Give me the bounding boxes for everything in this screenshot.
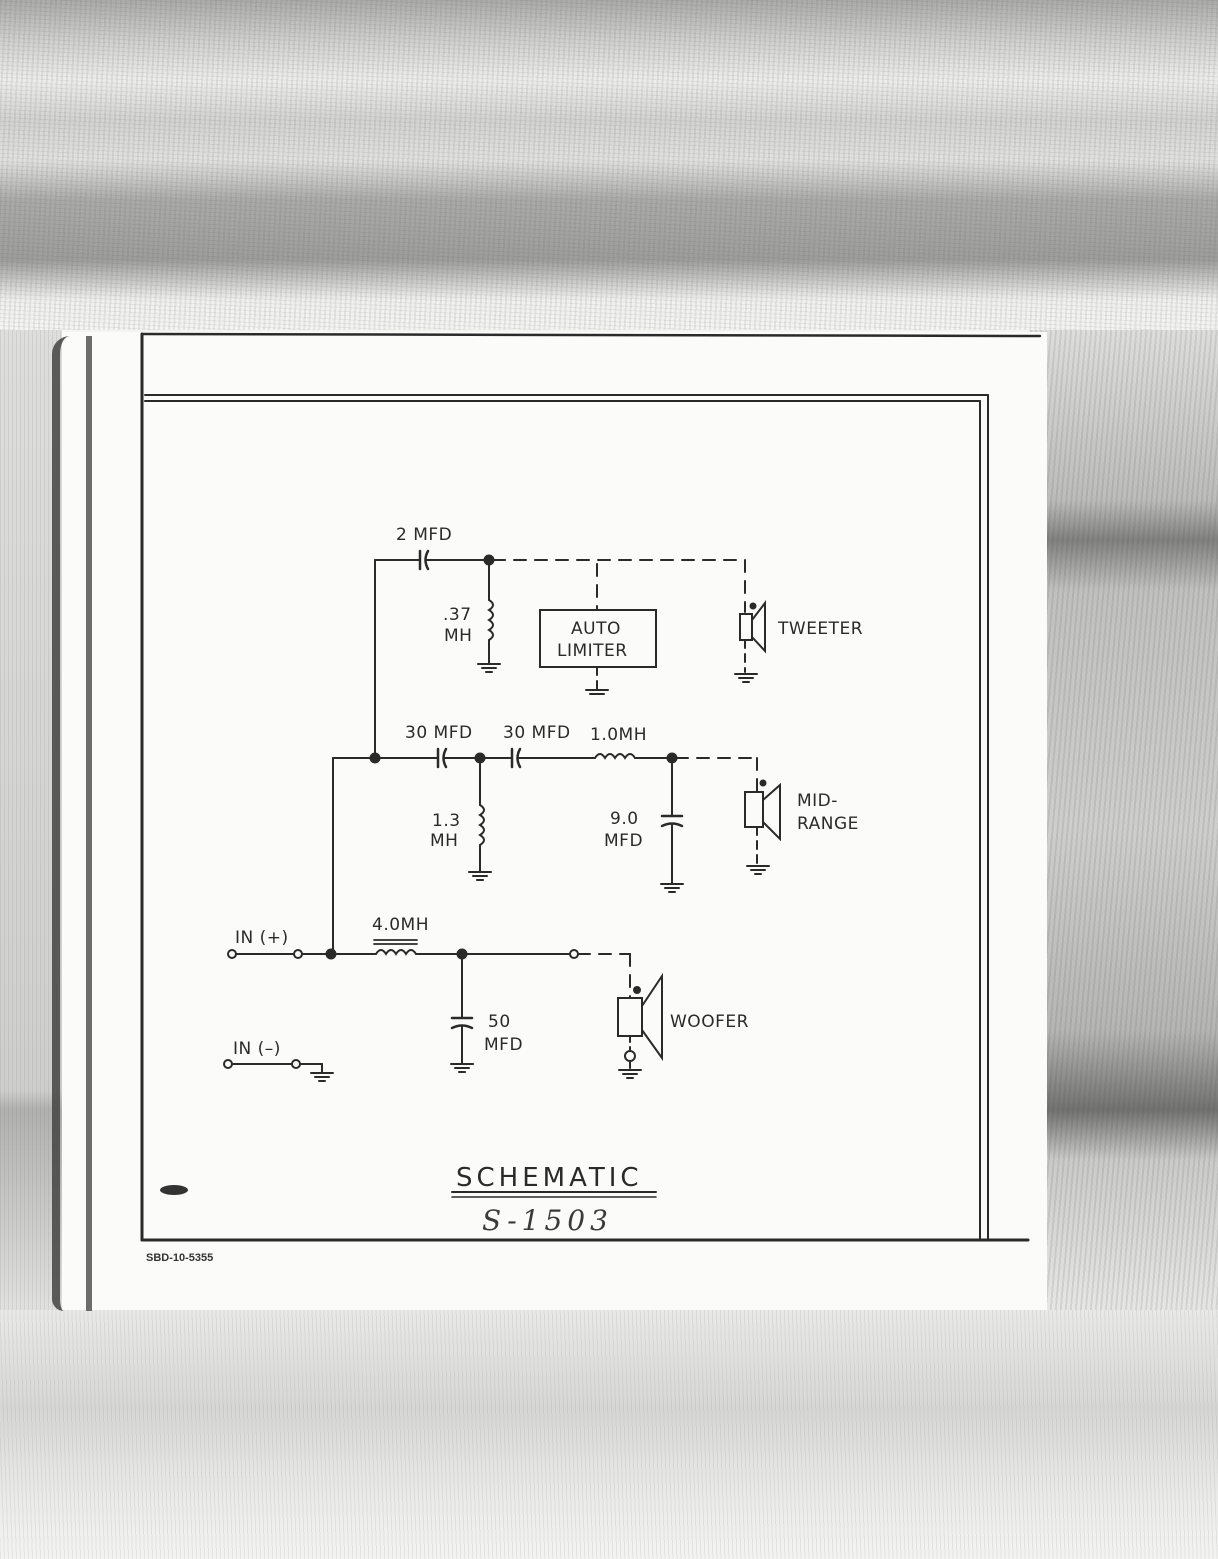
label-in-plus: IN (+) bbox=[235, 928, 289, 948]
schematic-title: SCHEMATIC bbox=[456, 1163, 643, 1193]
ground-icon bbox=[585, 689, 609, 695]
document-code: SBD-10-5355 bbox=[146, 1252, 213, 1264]
label-30mfd-1: 30 MFD bbox=[405, 723, 473, 743]
schematic-sheet bbox=[62, 332, 1047, 1310]
label-2mfd: 2 MFD bbox=[396, 525, 452, 545]
midrange-branch bbox=[332, 747, 781, 893]
input-negative bbox=[223, 1059, 334, 1082]
drawing-number: S-1503 bbox=[482, 1204, 613, 1237]
junction-node bbox=[325, 948, 337, 960]
ground-icon bbox=[310, 1072, 334, 1082]
label-30mfd-2: 30 MFD bbox=[503, 723, 571, 743]
ground-icon bbox=[477, 663, 501, 673]
ground-icon bbox=[660, 883, 684, 893]
woofer-speaker-icon bbox=[617, 972, 663, 1062]
label-in-minus: IN (–) bbox=[233, 1039, 281, 1059]
terminal-in-plus bbox=[227, 949, 237, 959]
midrange-speaker-icon bbox=[744, 779, 781, 842]
label-limiter: LIMITER bbox=[557, 641, 628, 661]
tweeter-branch bbox=[374, 549, 766, 759]
label-range: RANGE bbox=[797, 814, 859, 834]
sheet-edge-curl bbox=[52, 336, 92, 1311]
ground-icon bbox=[450, 1063, 474, 1073]
label-50: 50 bbox=[488, 1012, 511, 1032]
inductor-10mh-icon bbox=[594, 753, 636, 760]
label-90-mfd: MFD bbox=[604, 831, 643, 851]
label-037: .37 bbox=[443, 605, 472, 625]
label-auto: AUTO bbox=[571, 619, 621, 639]
inductor-13mh-icon bbox=[478, 804, 485, 846]
ground-icon bbox=[746, 865, 770, 875]
drawing-frame bbox=[140, 332, 1042, 1242]
label-50-mfd: MFD bbox=[484, 1035, 523, 1055]
label-10mh: 1.0MH bbox=[590, 725, 647, 745]
terminal-in-minus bbox=[223, 1059, 233, 1069]
label-40mh: 4.0MH bbox=[372, 915, 429, 935]
label-037-mh: MH bbox=[444, 626, 472, 646]
smudge-mark bbox=[160, 1185, 188, 1195]
label-13: 1.3 bbox=[432, 811, 461, 831]
ground-icon bbox=[468, 871, 492, 881]
label-13-mh: MH bbox=[430, 831, 458, 851]
label-tweeter: TWEETER bbox=[777, 619, 863, 639]
inductor-40mh-iron-core-icon bbox=[375, 949, 417, 956]
junction-node bbox=[369, 752, 381, 764]
photocopy-noise-right bbox=[1030, 330, 1218, 1310]
label-mid: MID- bbox=[797, 791, 838, 811]
label-woofer: WOOFER bbox=[670, 1012, 749, 1032]
inductor-037mh-icon bbox=[487, 599, 494, 641]
photocopy-noise-left bbox=[0, 330, 62, 1310]
label-90: 9.0 bbox=[610, 809, 639, 829]
ground-icon bbox=[618, 1069, 642, 1079]
ground-icon bbox=[734, 673, 758, 683]
tweeter-speaker-icon bbox=[739, 600, 766, 654]
woofer-branch bbox=[227, 757, 663, 1079]
